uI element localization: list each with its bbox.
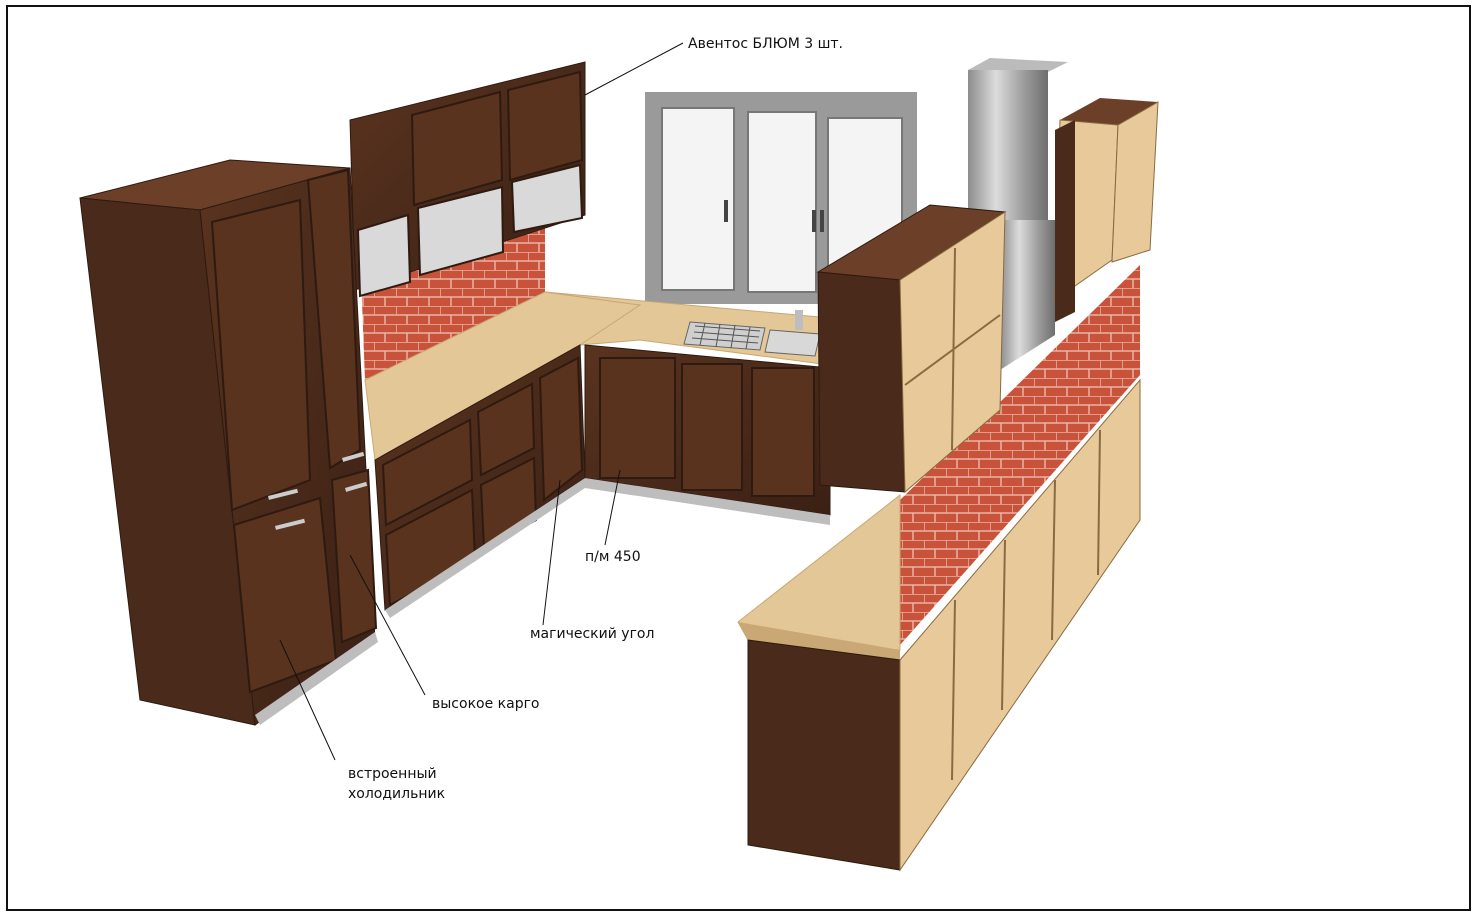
annotation-lines: [279, 42, 684, 761]
wall-cabinets-right: [1054, 98, 1159, 322]
wall-cabinets-front: [816, 204, 1007, 494]
base-cabinets-right: [747, 378, 1141, 872]
label-magic-corner: магический угол: [530, 626, 655, 642]
leader-pm450: [604, 469, 621, 546]
plinth-left: [385, 478, 585, 618]
leader-aventos: [584, 42, 684, 96]
leader-tall-cargo: [349, 554, 426, 696]
label-pm450: п/м 450: [585, 549, 641, 565]
label-fridge: встроенный холодильник: [348, 766, 446, 802]
sink: [683, 310, 821, 357]
backsplash-right: [900, 265, 1140, 645]
leader-fridge: [279, 639, 336, 761]
label-aventos: Авентос БЛЮМ 3 шт.: [688, 36, 844, 52]
label-tall-cargo: высокое карго: [432, 696, 540, 712]
range-hood: [968, 58, 1068, 370]
leader-magic-corner: [542, 479, 561, 626]
plinth-back: [585, 478, 830, 525]
tall-cabinets: [79, 159, 378, 726]
window: [645, 92, 917, 304]
